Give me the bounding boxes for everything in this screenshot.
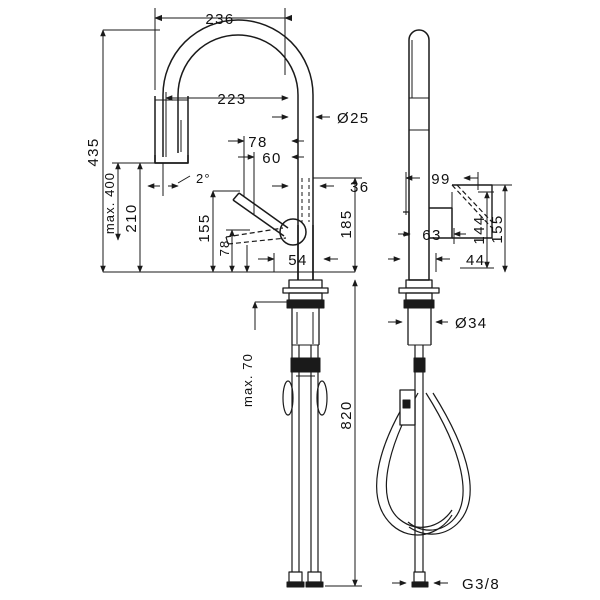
dim-44: 44 [466, 252, 486, 269]
dim-max-70: max. 70 [240, 353, 255, 407]
dim-dia-34: Ø34 [455, 315, 488, 332]
dim-g38: G3/8 [462, 576, 500, 593]
front-view-faucet [154, 19, 329, 588]
dim-36: 36 [350, 179, 370, 196]
dim-155-front: 155 [196, 213, 213, 242]
dim-54: 54 [288, 252, 308, 269]
dim-210: 210 [123, 203, 140, 232]
dim-60: 60 [262, 150, 282, 167]
dim-78-upper: 78 [248, 134, 268, 151]
dim-223: 223 [217, 91, 246, 108]
dimension-lines [100, 8, 512, 587]
dim-155-side: 155 [489, 214, 506, 243]
dim-63: 63 [422, 227, 442, 244]
dim-144: 144 [471, 215, 488, 244]
dim-185: 185 [338, 209, 355, 238]
dim-78-lower: 78 [217, 240, 232, 257]
dim-236: 236 [205, 11, 234, 28]
dim-dia-25: Ø25 [337, 110, 370, 127]
side-view-faucet [376, 29, 493, 588]
dim-2deg: 2° [196, 171, 211, 186]
dim-435: 435 [85, 137, 102, 166]
dim-820: 820 [338, 400, 355, 429]
dimension-labels: 236 223 435 max. 400 210 2° Ø25 78 60 36… [85, 11, 506, 593]
dim-max-400: max. 400 [102, 172, 117, 234]
dim-99: 99 [431, 171, 451, 188]
